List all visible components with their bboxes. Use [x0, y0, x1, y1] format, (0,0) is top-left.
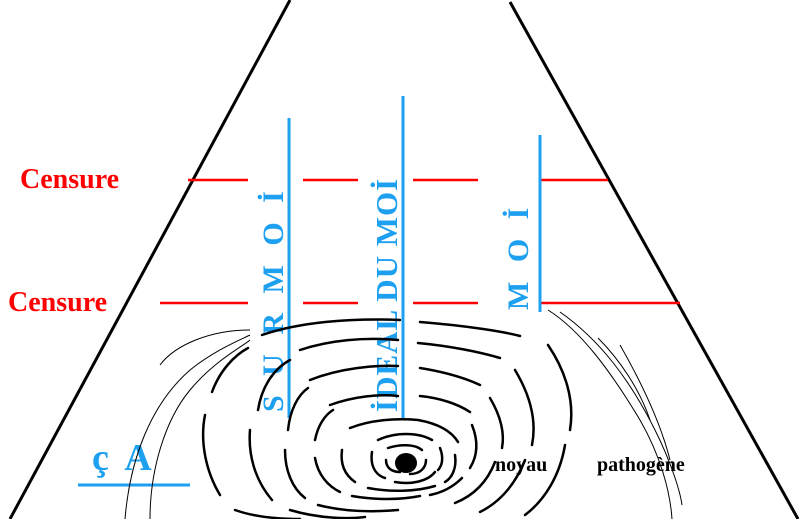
ca-label: ç A	[92, 437, 156, 479]
censure-label-bottom: Censure	[8, 287, 107, 318]
moi-label: M O İ	[502, 202, 535, 310]
ideal-du-moi-label: İDEAL DU MOİ	[369, 178, 404, 412]
surmoi-label: S U R M O İ	[257, 185, 290, 412]
noyau-label: noyau	[495, 454, 547, 476]
pathogenic-nucleus	[395, 453, 417, 473]
censure-label-top: Censure	[20, 164, 119, 195]
triangle-right-side	[510, 2, 798, 519]
pathogene-label: pathogène	[597, 454, 685, 476]
